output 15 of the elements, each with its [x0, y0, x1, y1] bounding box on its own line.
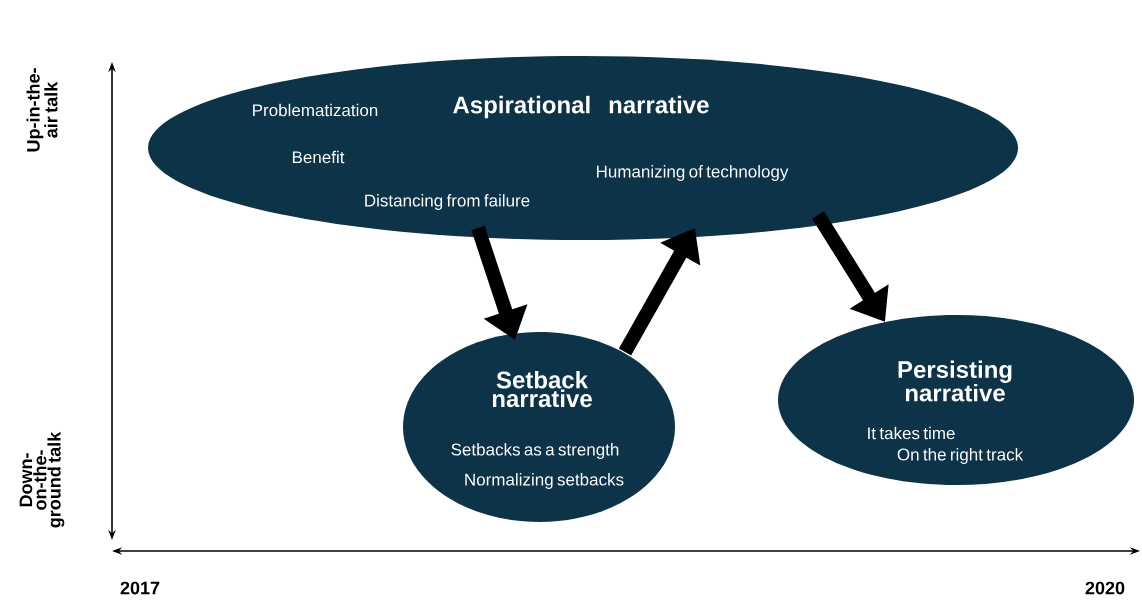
theme-text: On the right track — [897, 448, 1024, 464]
narrative-heading: Setback narrative — [492, 370, 592, 408]
theme-text: Humanizing of technology — [597, 165, 789, 181]
year-label: 2020 — [1085, 581, 1125, 595]
theme-text: Setbacks as a strength — [451, 443, 619, 459]
year-label: 2017 — [120, 581, 160, 595]
theme-text: Benefit — [292, 150, 345, 164]
axis-label: Down-on-the-ground talk — [19, 431, 65, 528]
narrative-heading: Aspirational narrative — [453, 95, 709, 119]
narrative-heading: Persisting narrative — [898, 360, 1012, 402]
theme-text: It takes time — [868, 426, 955, 440]
theme-text: Problematization — [253, 103, 378, 117]
theme-text: Distancing from failure — [365, 194, 530, 210]
axis-label: Up-in-the-air talk — [26, 68, 58, 152]
theme-text: Normalizing setbacks — [465, 473, 624, 489]
